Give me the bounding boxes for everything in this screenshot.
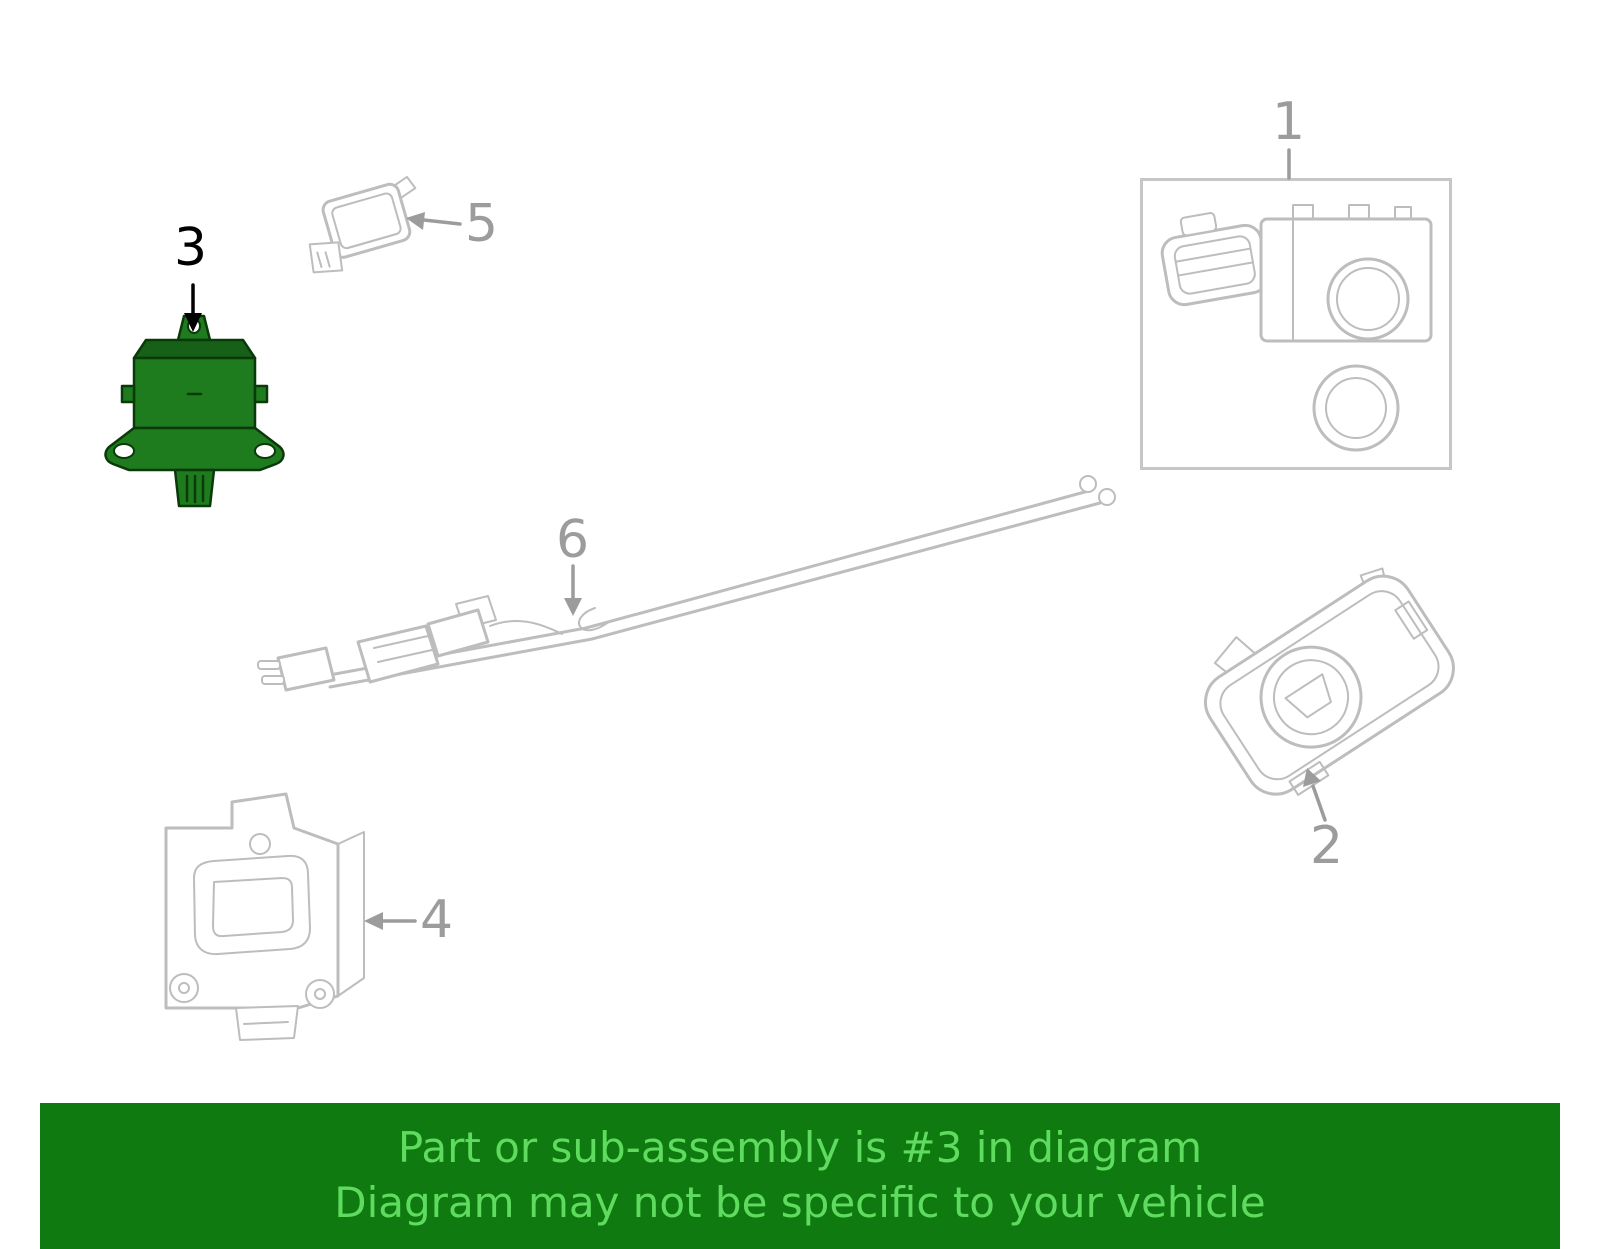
part-1-boundary-box [1140,178,1452,470]
part-4-bracket-drawing [140,782,390,1047]
callout-5-label: 5 [465,194,499,254]
diagram-note-banner: Part or sub-assembly is #3 in diagram Di… [40,1103,1560,1249]
part-5-sensor-drawing [292,170,442,300]
part-2-sensor-retainer-drawing [1180,566,1480,806]
callout-6-label: 6 [556,510,590,570]
callout-3-label: 3 [174,218,208,278]
banner-line-2: Diagram may not be specific to your vehi… [334,1178,1266,1227]
part-1-retainer-ring [1312,364,1400,452]
part-6-wire-harness-drawing [250,458,1130,733]
part-1-sensor-body [1259,204,1433,343]
callout-1-label: 1 [1272,92,1306,152]
callout-4-label: 4 [420,890,454,950]
callout-2-label: 2 [1310,816,1344,876]
banner-line-1: Part or sub-assembly is #3 in diagram [397,1123,1203,1173]
part-1-connector [1160,212,1269,307]
part-1-sensor-assembly-drawing [1160,204,1433,452]
